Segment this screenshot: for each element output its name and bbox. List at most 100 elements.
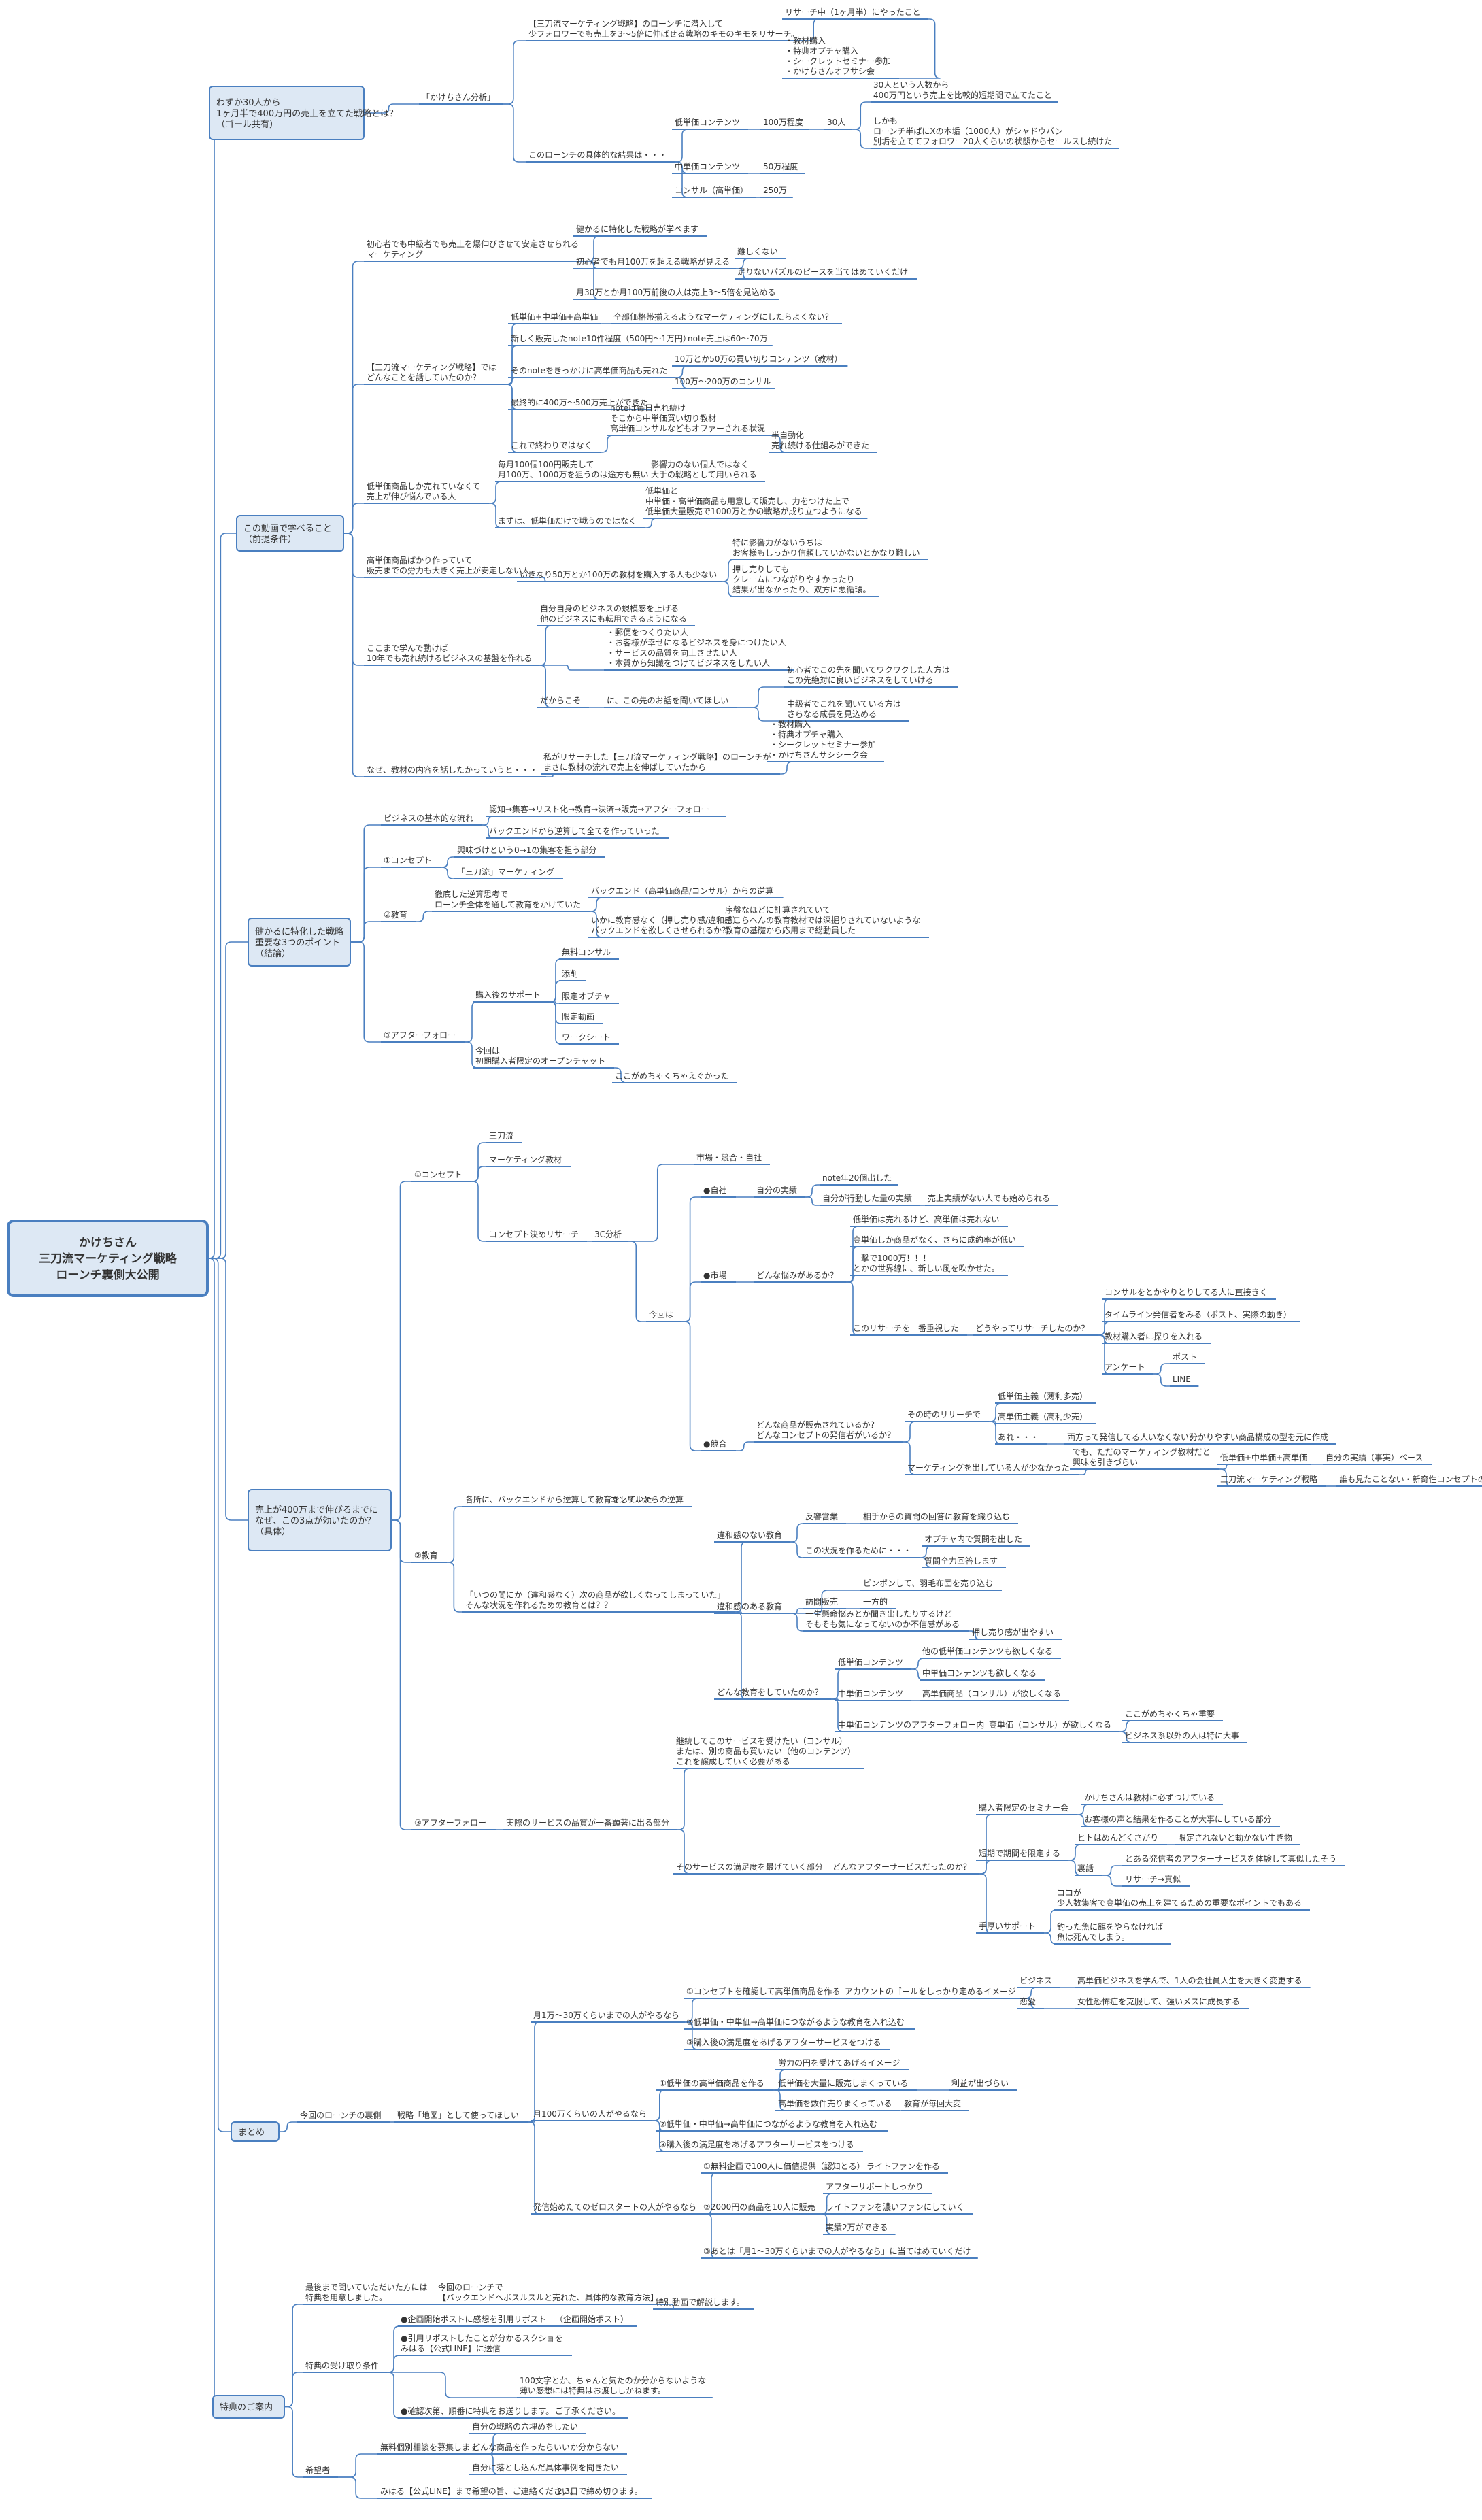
topic-b3d1e[interactable]: ワークシート [559,1032,619,1045]
topic-b1a2a1a2[interactable]: しかもローンチ半ばにXの本垢（1000人）がシャドウバン別垢を立ててフォロワー2… [871,116,1119,149]
topic-b4a3a2[interactable]: 今回は [646,1309,681,1322]
topic-b2b1[interactable]: 低単価+中単価+高単価 [508,312,602,324]
topic-b4a3a2b[interactable]: ●市場 [701,1270,736,1283]
topic-b5a1a1a2a[interactable]: 女性恐怖症を克服して、強いメスに成長する [1075,1996,1249,2009]
topic-b4a3a2c1a1[interactable]: 低単価主義（薄利多売） [995,1391,1096,1404]
topic-b1a1[interactable]: 【三刀流マーケティング戦略】のローンチに潜入して少フォロワーでも売上を3〜5倍に… [526,18,807,41]
topic-b4b2c3a[interactable]: 高単価（コンサル）が欲しくなる [986,1719,1119,1732]
topic-b4c1b1b2a[interactable]: とある発信者のアフターサービスを体験して真似したそう [1122,1853,1345,1866]
topic-b4b2b2[interactable]: 訪問販売 [803,1596,846,1609]
topic-b4a3a2c1b[interactable]: マーケティングを出している人が少なかった [905,1462,1079,1475]
topic-b2b4[interactable]: 最終的に400万〜500万売上ができた [508,397,652,410]
topic-b4b2b1[interactable]: ピンポンして、羽毛布団を売り込む [860,1578,1002,1591]
topic-b2f1[interactable]: 私がリサーチした【三刀流マーケティング戦略】のローンチがまさに教材の流れで売上を… [541,752,780,775]
topic-b1a2a1a[interactable]: 30人 [824,118,853,130]
topic-b5a1[interactable]: 戦略「地図」として使ってほしい [394,2110,528,2123]
topic-b4a3a2a1[interactable]: 自分の実績 [754,1185,805,1198]
topic-b6c2a[interactable]: 2,3日で締め切ります。 [554,2486,652,2499]
topic-b2a2a[interactable]: 難しくない [735,246,786,259]
topic-b5a1b1b[interactable]: 低単価を大量に販売しまくっている [775,2078,917,2091]
topic-b4b2b[interactable]: 違和感のある教育 [714,1601,790,1614]
topic-b4c1b[interactable]: そのサービスの満足度を最げていく部分 [673,1862,831,1875]
topic-b5a1c2c[interactable]: 実績2万ができる [823,2222,896,2235]
topic-b3d2a[interactable]: ここがめちゃくちゃえぐかった [612,1071,737,1083]
topic-b4b2c[interactable]: どんな教育をしていたのか？ [714,1687,831,1700]
topic-b2e3a[interactable]: に、この先のお話を聞いてほしい [604,695,737,708]
topic-b5a1a2[interactable]: ②低単価・中単価→高単価につながるような教育を入れ込む [684,2017,915,2030]
topic-b4b2a[interactable]: 違和感のない教育 [714,1530,790,1543]
topic-b4a3a2c1b1b[interactable]: 三刀流マーケティング戦略 [1217,1474,1326,1487]
topic-b3b2[interactable]: 「三刀流」マーケティング [454,867,563,879]
topic-b4a3a[interactable]: 3C分析 [592,1230,628,1242]
topic-b2b1a[interactable]: 全部価格帯揃えるようなマーケティングにしたらよくない？ [611,312,842,324]
topic-b4c1b1[interactable]: どんなアフターサービスだったのか？ [830,1862,979,1875]
topic-b4b2b2a[interactable]: 一方的 [860,1596,896,1609]
topic-b1a2c[interactable]: コンサル（高単価） [672,185,756,198]
topic-b4a3a2b1d1d2[interactable]: LINE [1170,1375,1199,1387]
topic-b5a[interactable]: 今回のローンチの裏側 [297,2110,390,2123]
topic-b5[interactable]: まとめ [231,2121,280,2142]
topic-b4c1b1b2b[interactable]: リサーチ→真似 [1122,1875,1190,1887]
topic-b5a1c2[interactable]: ②2000円の商品を10人に販売 [701,2202,820,2215]
topic-b5a1a3[interactable]: ③購入後の満足度をあげるアフターサービスをつける [684,2037,890,2050]
topic-b4a3a2c1a2[interactable]: 高単価主義（高利少売） [995,1411,1096,1424]
topic-b2f[interactable]: なぜ、教材の内容を話したかっていうと・・・ [364,765,546,777]
topic-b4a3a2b1d1c[interactable]: 教材購入者に探りを入れる [1102,1331,1211,1344]
topic-b3d1d[interactable]: 限定動画 [559,1011,603,1024]
topic-b5a1a1[interactable]: ①コンセプトを確認して高単価商品を作る [684,1986,849,1999]
topic-b1a[interactable]: 「かけちさん分析」 [419,93,503,105]
topic-b1a2a1[interactable]: 100万程度 [760,117,809,130]
topic-b2a3[interactable]: 月30万とか月100万前後の人は売上3〜5倍を見込める [573,287,779,300]
topic-b4b2c3a2[interactable]: ビジネス系以外の人は特に大事 [1122,1730,1247,1743]
topic-b4a3a2c1a[interactable]: その時のリサーチで [905,1410,989,1422]
topic-b5a1a1a[interactable]: アカウントのゴールをしっかり定めるイメージ [842,1986,1024,1999]
topic-b4a3a2b1d1d1[interactable]: ポスト [1170,1352,1205,1364]
topic-b6c1c[interactable]: 自分に落とし込んだ具体事例を聞きたい [469,2463,627,2475]
topic-b4a1[interactable]: マーケティング教材 [486,1154,571,1167]
topic-b3d[interactable]: ③アフターフォロー [381,1030,465,1043]
topic-b2a2b[interactable]: 足りないパズルのピースを当てはめていくだけ [735,267,917,280]
topic-b6b[interactable]: 特典の受け取り条件 [303,2360,387,2373]
topic-b3a[interactable]: ビジネスの基本的な流れ [381,813,482,826]
topic-b6b4[interactable]: ●確認次第、順番に特典をお送りします。 [398,2406,564,2419]
topic-b4a3a2c1a3a[interactable]: 両方って発信してる人いなくない？ [1064,1432,1206,1445]
topic-b4c1[interactable]: 実際のサービスの品質が一番顕著に出る部分 [503,1817,677,1830]
topic-b3d1a[interactable]: 無料コンサル [559,947,619,960]
topic-b5a1b1a[interactable]: 労力の円を受けてあげるイメージ [775,2058,909,2070]
topic-b1a2[interactable]: このローンチの具体的な結果は・・・ [526,150,675,163]
topic-b3c[interactable]: ②教育 [381,909,416,922]
topic-b4b2c1a[interactable]: 他の低単価コンテンツも欲しくなる [920,1647,1061,1659]
topic-b4b1a[interactable]: コンサルからの逆算 [607,1494,692,1507]
topic-b4b2a2[interactable]: この状況を作るために・・・ [803,1545,920,1558]
topic-b4a3a2b1c[interactable]: 一撃で1000万！！！とかの世界線に、新しい風を吹かせた。 [850,1253,1008,1276]
topic-b4a[interactable]: ①コンセプト [411,1170,471,1182]
topic-b4c1a[interactable]: 継続してこのサービスを受けたい（コンサル）または、別の商品も買いたい（他のコンテ… [673,1736,864,1769]
topic-b4b2c2[interactable]: 中単価コンテンツ [835,1688,911,1701]
topic-b3d1c[interactable]: 限定オプチャ [559,991,619,1004]
topic-b6c1[interactable]: 無料個別相談を募集します [377,2442,486,2455]
topic-b4b2c3[interactable]: 中単価コンテンツのアフターフォロー内 [835,1719,993,1732]
topic-b5a1b1[interactable]: ①低単価の高単価商品を作る [656,2078,773,2091]
topic-b4b2c3a1[interactable]: ここがめちゃくちゃ重要 [1122,1709,1223,1721]
topic-b5a1b3[interactable]: ③購入後の満足度をあげるアフターサービスをつける [656,2139,863,2152]
topic-b6b3[interactable]: 100文字とか、ちゃんと気たのか分からないような薄い感想には特典はお渡ししかねま… [517,2375,713,2398]
topic-b1a1a[interactable]: リサーチ中（1ヶ月半）にやったこと [782,7,928,20]
topic-b2d1[interactable]: いきなり50万とか100万の教材を購入する人も少ない [517,569,722,582]
